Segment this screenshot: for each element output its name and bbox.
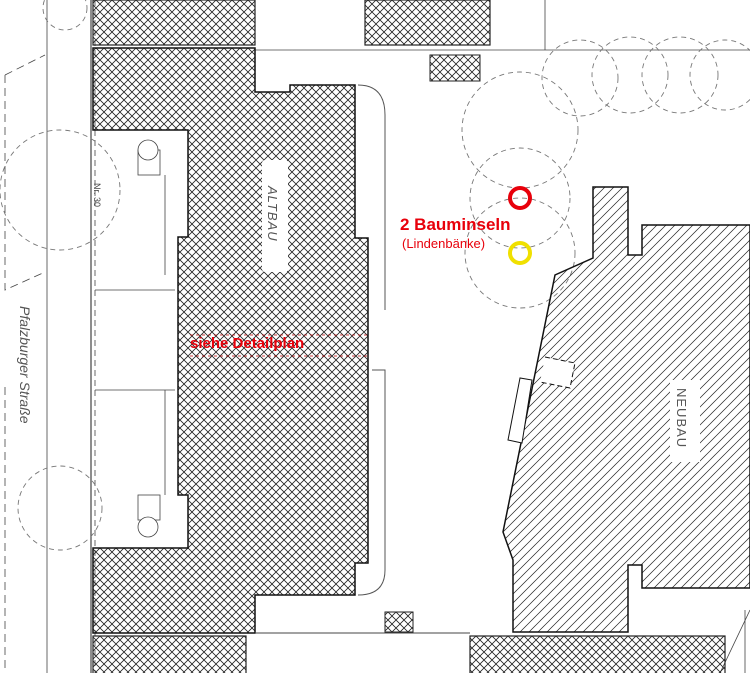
street-name-label: Pfalzburger Straße [17,306,33,424]
house-number-label: Nr. 30 [92,183,102,207]
stairs [384,611,414,633]
detail-plan-note: siehe Detailplan [190,335,304,352]
altbau-label-box [262,160,288,272]
building-north-right [364,0,491,46]
altbau-building [92,47,369,634]
neubau-label-box [670,380,700,462]
altbau-label: ALTBAU [265,185,280,242]
neubau-label: NEUBAU [674,388,689,448]
tree-islands-title: 2 Bauminseln [400,215,511,234]
tree-island-red-marker [508,186,532,210]
building-north-left [92,0,256,46]
building-shed [429,54,481,82]
altbau-path [357,84,386,596]
courtyard-features [95,139,175,538]
neubau-building [502,186,750,633]
tree-canopies [0,0,750,551]
tree-island-yellow-marker [508,241,532,265]
tree-islands-subtitle: (Lindenbänke) [402,236,485,251]
building-south-left [92,635,247,673]
building-south-right [469,635,726,673]
